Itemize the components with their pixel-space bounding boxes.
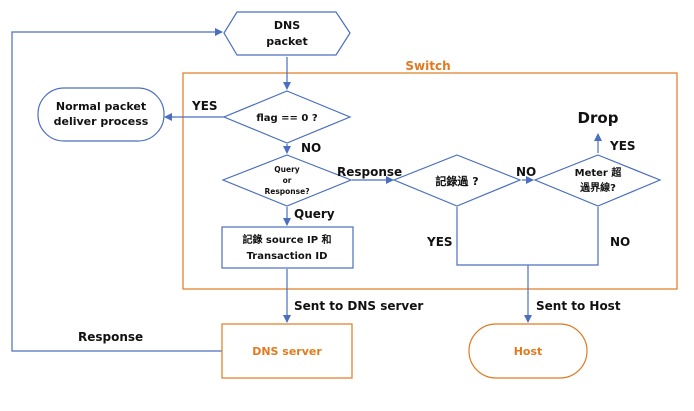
svg-text:DNS server: DNS server (252, 345, 322, 358)
no-flag-label: NO (301, 141, 321, 155)
no-meter-label: NO (610, 235, 630, 249)
dns-packet-node: DNS packet (223, 11, 351, 56)
normal-process-node: Normal packet deliver process (37, 87, 165, 142)
flag-check-node: flag == 0 ? (222, 90, 352, 144)
edge-recorded-yes-merge (456, 207, 599, 266)
svg-text:packet: packet (266, 35, 308, 48)
switch-container (182, 72, 678, 290)
recorded-check-node: 記錄過 ? (392, 154, 522, 207)
svg-text:Normal packet: Normal packet (56, 100, 146, 113)
query-label: Query (294, 207, 335, 221)
svg-text:Host: Host (514, 345, 543, 358)
drop-label: Drop (578, 109, 619, 127)
yes-meter-label: YES (609, 139, 636, 153)
response-label: Response (337, 165, 402, 179)
no-recorded-label: NO (516, 165, 536, 179)
svg-text:deliver process: deliver process (54, 115, 149, 128)
svg-text:flag == 0 ?: flag == 0 ? (256, 113, 317, 124)
svg-text:Meter 超: Meter 超 (575, 166, 623, 179)
svg-text:Transaction ID: Transaction ID (247, 251, 328, 262)
svg-text:記錄 source IP 和: 記錄 source IP 和 (242, 233, 331, 246)
switch-label: Switch (405, 59, 450, 73)
svg-text:or: or (283, 176, 292, 185)
edge-dns-response-loop (11, 28, 223, 352)
yes-recorded-label: YES (426, 235, 453, 249)
svg-text:過界線?: 過界線? (579, 181, 616, 194)
query-or-response-node: Query or Response? (221, 154, 353, 207)
svg-text:Response?: Response? (264, 187, 309, 196)
host-node: Host (468, 323, 588, 379)
record-source-box: 記錄 source IP 和 Transaction ID (221, 226, 354, 269)
response-back-label: Response (78, 330, 143, 344)
meter-check-node: Meter 超 過界線? (533, 154, 662, 207)
sent-to-host-label: Sent to Host (536, 299, 621, 313)
sent-to-dns-label: Sent to DNS server (294, 299, 423, 313)
svg-text:Query: Query (274, 165, 300, 174)
yes-flag-label: YES (191, 99, 218, 113)
svg-text:DNS: DNS (274, 19, 300, 32)
svg-text:記錄過 ?: 記錄過 ? (435, 174, 478, 188)
dns-server-node: DNS server (221, 323, 353, 379)
